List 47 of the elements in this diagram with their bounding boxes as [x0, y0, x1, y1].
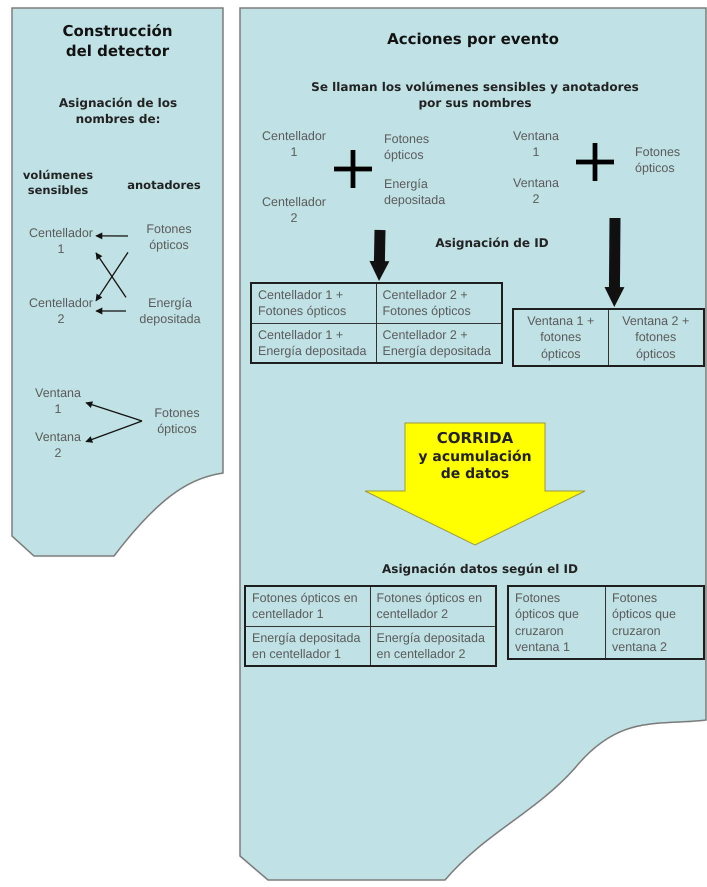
table: [250, 282, 503, 364]
node-text: Ventana 2: [30, 428, 86, 462]
arrow: [95, 308, 126, 314]
panel-title: Construcción del detector: [61, 22, 174, 61]
table-cell: Centellador 1 + Energía depositada: [252, 324, 376, 362]
text-label: anotadores: [126, 178, 202, 193]
panel: [12, 8, 223, 556]
text-label: Fotones ópticos: [384, 131, 430, 164]
text-label: Asignación datos según el ID: [381, 562, 579, 578]
table-cell-text: Ventana 2 + fotones ópticos: [621, 313, 690, 363]
arrow: [369, 230, 390, 281]
table: [244, 585, 497, 667]
block-arrow: CORRIDA y acumulación de datos: [365, 423, 585, 545]
text-label: Se llaman los volúmenes sensibles y anotadores por sus nombres: [310, 80, 640, 112]
table-cell: Fotones ópticos en centellador 1: [246, 587, 370, 626]
text-label: Asignación de ID: [434, 236, 550, 252]
text-label: volúmenes sensibles: [22, 168, 94, 198]
table-cell: Fotones ópticos que cruzaron ventana 1: [509, 587, 606, 658]
text-label: Energía depositada: [384, 176, 446, 208]
node-text: Energía depositada: [126, 294, 214, 328]
text-label: Centellador 1: [261, 128, 327, 160]
arrow: [95, 232, 128, 240]
text-label: Asignación de los nombres de:: [58, 96, 178, 128]
node-text: Centellador 2: [26, 294, 96, 328]
table-cell-text: Centellador 2 + Energía depositada: [382, 326, 492, 360]
table: [512, 308, 705, 367]
text-label: Ventana 2: [512, 175, 560, 208]
table-cell: Centellador 2 + Fotones ópticos: [376, 284, 501, 324]
table-cell-text: Fotones ópticos que cruzaron ventana 2: [611, 590, 677, 656]
table: [507, 585, 705, 660]
arrow: [604, 218, 624, 307]
node-text: Fotones ópticos: [142, 404, 212, 438]
text-label: Ventana 1: [512, 128, 560, 160]
panel-title: Acciones por evento: [386, 30, 560, 50]
table-cell: Energía depositada en centellador 1: [246, 626, 370, 665]
panel: [240, 8, 706, 880]
node-text: Ventana 1: [30, 384, 86, 418]
arrow: [85, 401, 142, 422]
arrow: [85, 420, 142, 443]
table-cell: Centellador 1 + Fotones ópticos: [252, 284, 376, 324]
table-cell: Ventana 1 + fotones ópticos: [514, 310, 608, 365]
table-cell: Fotones ópticos en centellador 2: [370, 587, 495, 626]
text-label: Fotones ópticos: [635, 144, 682, 176]
node-text: Centellador 1: [26, 224, 96, 258]
table-cell-text: Energía depositada en centellador 2: [376, 630, 486, 663]
text-label: Centellador 2: [261, 194, 327, 226]
node-text: Fotones ópticos: [128, 220, 210, 254]
